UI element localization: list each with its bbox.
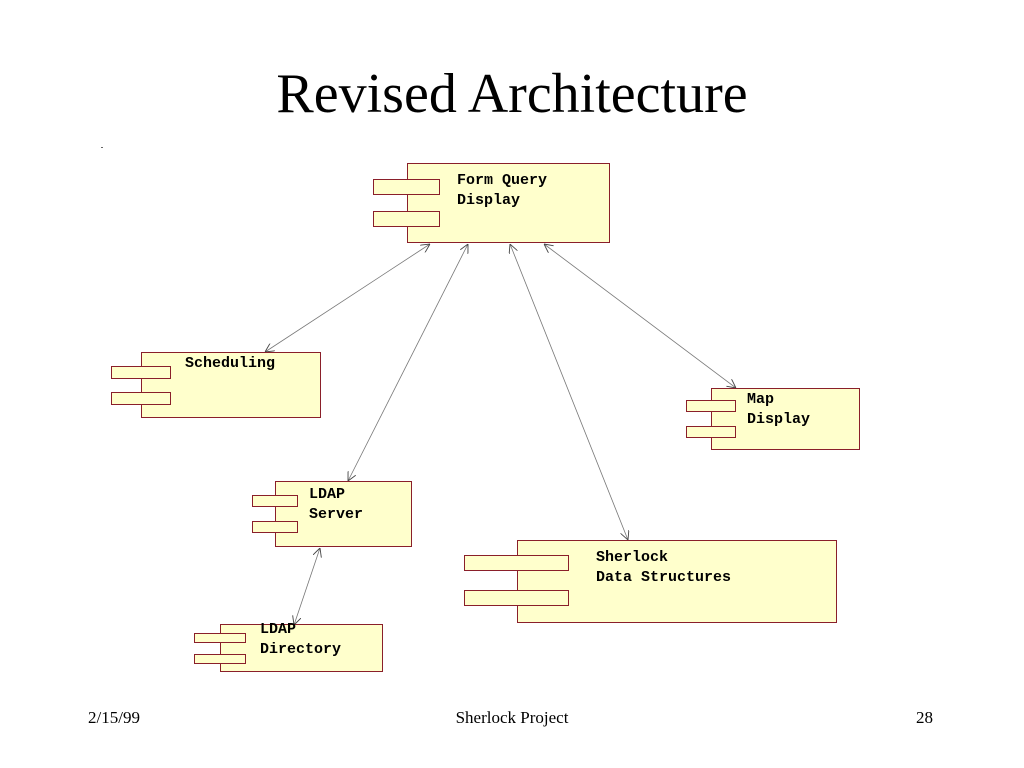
component-form-query-display: Form Query Display [373,163,610,243]
footer-date: 2/15/99 [88,708,140,727]
scheduling-label: Scheduling [185,355,276,372]
link-form-scheduling [265,244,430,352]
component-sherlock-data-structures: Sherlock Data Structures [464,540,837,623]
link-form-map [544,244,736,388]
component-ldap-directory: LDAP Directory [194,621,383,672]
component-scheduling: Scheduling [111,352,321,418]
ldap-directory-label-2: Directory [260,641,342,658]
map-display-label-1: Map [747,391,775,408]
sherlock-label-2: Data Structures [596,569,732,586]
ldap-server-label-1: LDAP [309,486,346,503]
slide-title: Revised Architecture [276,63,748,125]
map-display-label-2: Display [747,411,811,428]
ldap-server-label-2: Server [309,506,364,523]
footer-title: Sherlock Project [455,708,569,727]
link-ldap-server-directory [294,548,320,625]
link-form-sherlock [510,244,628,540]
link-form-ldap-server [348,244,468,481]
ldap-directory-label-1: LDAP [260,621,297,638]
form-query-display-label-1: Form Query [457,172,548,189]
sherlock-label-1: Sherlock [596,549,669,566]
component-map-display: Map Display [686,388,860,450]
form-query-display-label-2: Display [457,192,521,209]
component-ldap-server: LDAP Server [252,481,412,547]
stray-mark [101,147,103,148]
page-number: 28 [916,708,933,727]
